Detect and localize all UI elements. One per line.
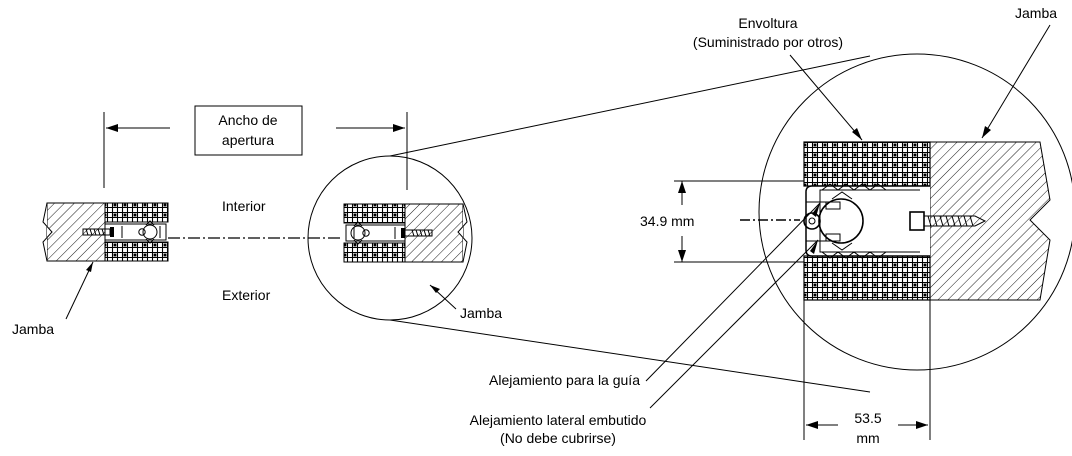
large-wrap-top xyxy=(803,141,931,187)
side-clearance-label-line2: (No debe cubrirse) xyxy=(500,430,616,446)
wrap-label-line1: Envoltura xyxy=(738,15,797,31)
left-assembly xyxy=(42,112,169,262)
left-guide xyxy=(105,223,167,241)
left-jamb xyxy=(46,202,106,262)
large-wrap-bottom xyxy=(803,255,931,301)
exterior-label: Exterior xyxy=(222,287,271,303)
large-jamb xyxy=(929,141,1051,301)
opening-width-dimension xyxy=(106,105,405,156)
jamb-label-large-circle: Jamba xyxy=(1015,5,1057,21)
small-jamb xyxy=(404,203,464,263)
small-circle-detail xyxy=(307,112,473,321)
large-circle-detail xyxy=(674,53,1072,440)
dimension-width-unit: mm xyxy=(856,430,879,446)
dimension-width-value: 53.5 xyxy=(854,410,881,426)
left-wrap-top xyxy=(104,202,169,223)
left-wrap-bottom xyxy=(104,241,169,262)
side-clearance-label-line1: Alejamiento lateral embutido xyxy=(470,412,647,428)
interior-label: Interior xyxy=(222,198,266,214)
connector-bottom xyxy=(389,319,871,393)
opening-width-box xyxy=(194,105,303,156)
wrap-label-line2: (Suministrado por otros) xyxy=(693,34,843,50)
dimension-height-label: 34.9 mm xyxy=(640,213,694,229)
opening-width-label-line2: apertura xyxy=(222,132,274,148)
opening-width-label-line1: Ancho de xyxy=(218,112,277,128)
guide-clearance-label: Alejamiento para la guía xyxy=(489,372,640,388)
leader-lines xyxy=(65,24,1051,409)
connector-top xyxy=(389,55,871,157)
jamb-label-small-circle: Jamba xyxy=(460,305,502,321)
jamb-label-left: Jamba xyxy=(12,321,54,337)
